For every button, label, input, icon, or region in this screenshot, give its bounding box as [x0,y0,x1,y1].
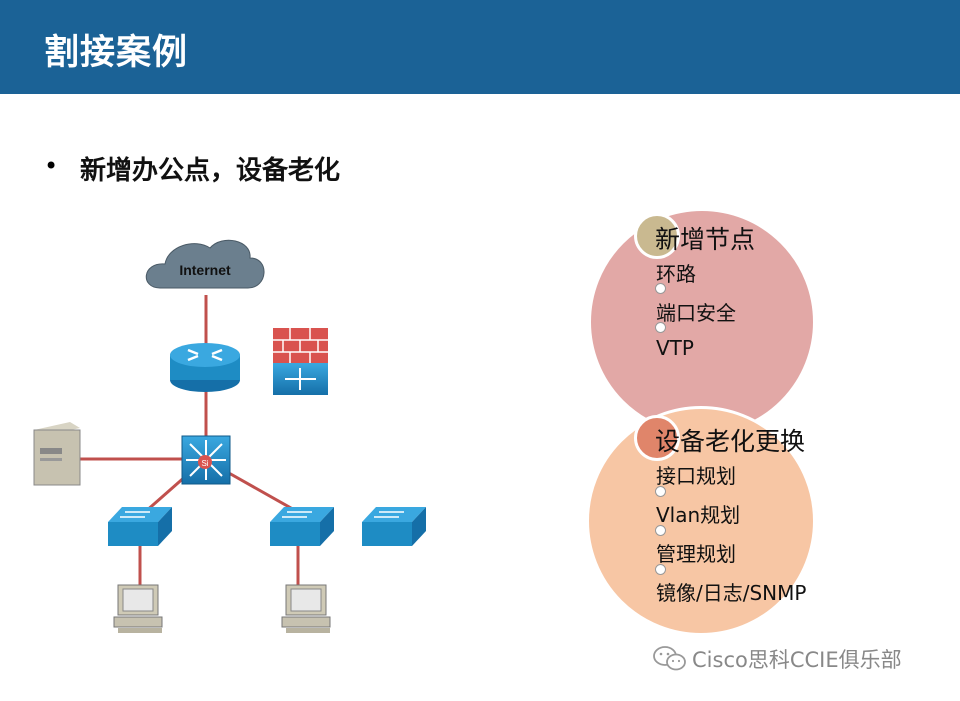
bullet-text: 新增办公点，设备老化 [80,156,341,186]
pc-mid-icon [281,584,331,633]
new-node-item: 端口安全 [656,301,736,325]
server-icon [33,422,81,486]
wechat-icon [653,646,686,671]
new-node-title: 新增节点 [655,225,756,254]
footer-watermark: Cisco思科CCIE俱乐部 [692,648,902,672]
device-replace-item: 管理规划 [656,542,736,566]
slide-title: 割接案例 [44,33,189,73]
core-switch-icon [181,435,231,485]
bullet-marker: • [44,152,59,180]
item-dot [655,322,666,333]
item-dot [655,486,666,497]
network-diagram: Internet [33,239,426,633]
header-bar: 割接案例 [0,0,960,94]
router-icon [170,343,240,392]
access-switch-left-icon [108,507,172,546]
new-node-item: VTP [656,336,694,360]
access-switch-new-icon [362,507,426,546]
device-replace-circle [586,406,816,636]
device-replace-title: 设备老化更换 [655,427,806,456]
item-dot [655,564,666,575]
new-node-marker [634,213,680,259]
item-dot [655,525,666,536]
device-replace-item: 镜像/日志/SNMP [656,581,807,605]
core-label: Si [201,459,208,468]
firewall-icon [273,328,328,395]
access-switch-mid-icon [270,507,334,546]
device-replace-item: Vlan规划 [656,503,741,527]
device-replace-marker [634,415,680,461]
device-replace-item: 接口规划 [656,464,736,488]
pc-left-icon [113,584,163,633]
new-node-circle [588,208,816,436]
internet-cloud-icon [145,239,265,289]
new-node-item: 环路 [656,262,696,286]
internet-label: Internet [179,262,231,278]
item-dot [655,283,666,294]
